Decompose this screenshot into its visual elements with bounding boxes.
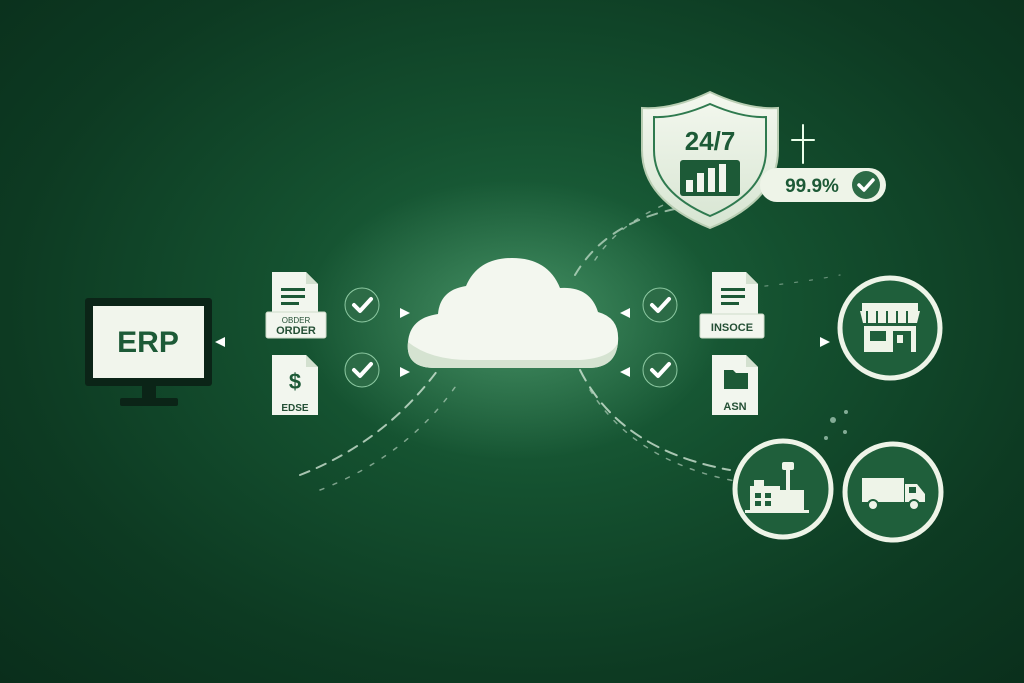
check-icon bbox=[650, 362, 671, 378]
dollar-icon: $ bbox=[289, 369, 301, 394]
check-circle-left-top bbox=[344, 287, 380, 323]
check-circle-left-bottom bbox=[344, 352, 380, 388]
availability-label: 24/7 bbox=[685, 126, 736, 156]
ambient-dots bbox=[824, 410, 848, 440]
warehouse-icon bbox=[745, 462, 809, 513]
erp-monitor: ERP bbox=[85, 298, 212, 406]
retailer-node bbox=[837, 275, 943, 381]
store-icon bbox=[860, 303, 920, 352]
check-icon bbox=[650, 297, 671, 313]
folder-icon bbox=[724, 370, 748, 389]
check-icon bbox=[352, 297, 373, 313]
document-icon bbox=[272, 355, 318, 415]
uptime-label: 99.9% bbox=[785, 176, 839, 197]
carrier-node bbox=[842, 441, 944, 543]
asn-label: ASN bbox=[723, 401, 746, 413]
truck-icon bbox=[862, 478, 925, 511]
uptime-badge: 99.9% bbox=[760, 168, 886, 202]
warehouse-node bbox=[732, 438, 834, 540]
sparkle bbox=[791, 124, 815, 164]
check-circle-right-top bbox=[642, 287, 678, 323]
order-label: ORDER bbox=[276, 325, 316, 337]
invoice-label-right: INSOCE bbox=[711, 322, 753, 334]
order-document: OBDER ORDER bbox=[265, 272, 327, 339]
check-icon bbox=[857, 178, 875, 192]
erp-label: ERP bbox=[117, 326, 179, 359]
check-icon bbox=[352, 362, 373, 378]
invoice-document-left: $ EDSE bbox=[272, 355, 318, 415]
asn-document: ASN bbox=[712, 355, 758, 415]
sla-shield: 24/7 bbox=[641, 90, 779, 230]
order-label-top: OBDER bbox=[282, 316, 311, 325]
check-circle-right-bottom bbox=[642, 352, 678, 388]
bar-chart-icon bbox=[680, 160, 740, 196]
invoice-document-right: INSOCE bbox=[699, 272, 765, 339]
invoice-label-left: EDSE bbox=[281, 403, 309, 414]
cloud-icon bbox=[407, 258, 619, 368]
cloud bbox=[407, 258, 619, 368]
